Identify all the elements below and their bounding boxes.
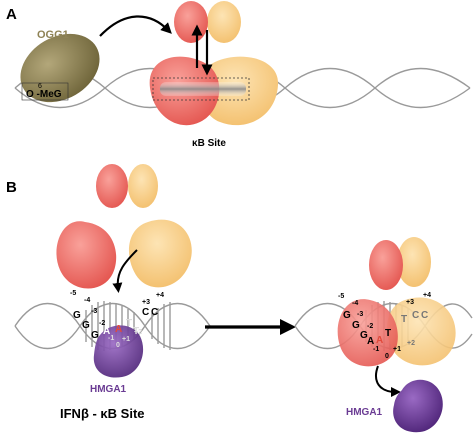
pos-label: -2 (367, 323, 373, 330)
kb-site-box (152, 77, 250, 101)
kb-site-blur (160, 82, 246, 96)
ogg1-protein: OGG1 6 O -MeG (20, 29, 100, 103)
pos-label: -1 (373, 346, 379, 353)
base-label: A (367, 336, 374, 347)
pos-label: +2 (407, 340, 415, 347)
base-label: T (385, 328, 391, 339)
nfkb-dimer-a (149, 1, 279, 126)
pos-label: 0 (385, 353, 389, 360)
ifnb-site-title: IFNβ - κB Site (60, 406, 145, 421)
pos-label: +4 (156, 292, 164, 299)
panel-b-label: B (6, 179, 17, 196)
base-label: C (151, 307, 158, 318)
pos-label: -1 (108, 335, 114, 342)
base-label: G (360, 330, 368, 341)
pos-label: +3 (406, 299, 414, 306)
lesion-label: O -MeG (26, 89, 62, 100)
base-label: G (352, 320, 360, 331)
base-label: G (343, 310, 351, 321)
nfkb-dimer-bound (337, 237, 456, 367)
pos-label: +1 (393, 346, 401, 353)
arrow-hmga1-release (375, 365, 401, 397)
base-label: C (142, 307, 149, 318)
pos-label: +1 (122, 336, 130, 343)
pos-label: -3 (357, 311, 363, 318)
hmga1-bound: HMGA1 (90, 325, 144, 395)
hmga1-released-label: HMGA1 (346, 407, 383, 418)
pos-label: -3 (91, 308, 97, 315)
base-label: G (82, 320, 90, 331)
base-label: A (115, 324, 122, 335)
ogg1-label: OGG1 (37, 29, 69, 41)
base-label: G (73, 310, 81, 321)
pos-label: 0 (116, 342, 120, 349)
kb-site-label-a: κB Site (192, 138, 226, 149)
lesion-superscript: 6 (38, 83, 42, 90)
pos-label: -5 (338, 293, 344, 300)
hmga1-released: HMGA1 (346, 379, 443, 433)
arrow-ogg1-to-site (99, 15, 172, 37)
pos-label: +2 (134, 329, 142, 336)
dna-labels-left: -5 -4 -3 -2 -1 0 +1 +2 +3 +4 G G G A A T… (70, 290, 164, 349)
base-label: T (401, 314, 407, 325)
base-label: G (91, 330, 99, 341)
hmga1-label: HMGA1 (90, 384, 127, 395)
base-label: T (126, 318, 132, 329)
arrow-dimer-to-dna (112, 249, 138, 293)
pos-label: +3 (142, 299, 150, 306)
base-label: C (412, 310, 419, 321)
dna-labels-right: -5 -4 -3 -2 -1 0 +1 +2 +3 +4 G G G A A T… (338, 292, 431, 360)
base-label: A (103, 326, 110, 337)
base-label: T (133, 326, 139, 337)
panel-a-label: A (6, 6, 17, 23)
lesion-box (21, 82, 69, 101)
pos-label: -5 (70, 290, 76, 297)
pos-label: -4 (84, 297, 90, 304)
pos-label: -2 (99, 320, 105, 327)
pos-label: -4 (352, 300, 358, 307)
pos-label: +4 (423, 292, 431, 299)
base-label: A (376, 335, 383, 346)
base-label: C (421, 310, 428, 321)
nfkb-dimer-free (56, 164, 192, 289)
